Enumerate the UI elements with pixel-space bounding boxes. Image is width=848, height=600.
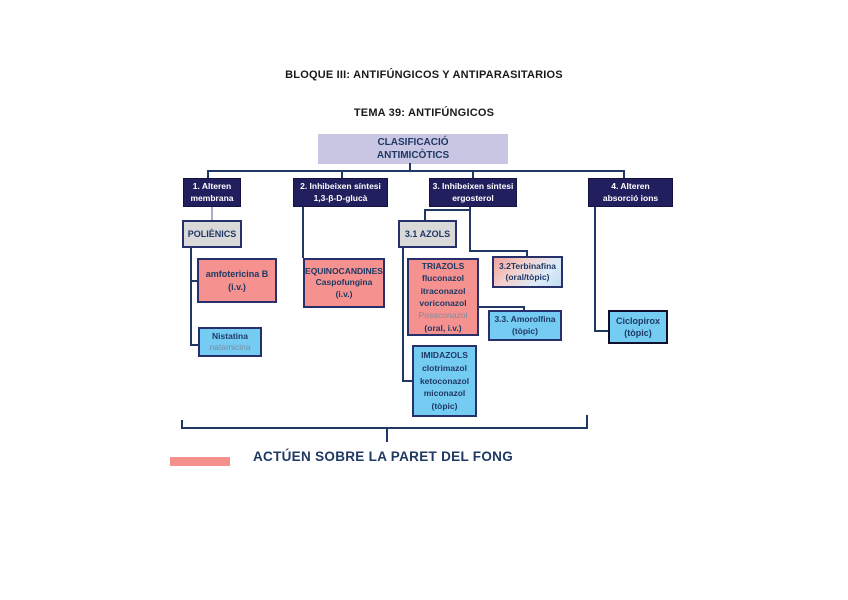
branch2-line1: 2. Inhibeixen síntesi <box>300 181 381 192</box>
triazols-line5: Posaconazol <box>418 310 468 321</box>
branch2-line2: 1,3-β-D-glucà <box>313 192 368 203</box>
amorolfina-line2: (tòpic) <box>512 325 538 336</box>
connector-stub-amfotericina <box>190 280 198 282</box>
polienics-box: POLIÈNICS <box>182 220 242 248</box>
root-box-clasificacio: CLASIFICACIÓ ANTIMICÒTICS <box>318 134 508 164</box>
amfotericina-box: amfotericina B (i.v.) <box>197 258 277 303</box>
tema-title: TEMA 39: ANTIFÚNGICOS <box>353 107 495 119</box>
connector-stub-ciclopirox <box>594 330 608 332</box>
root-line-2: ANTIMICÒTICS <box>376 150 450 161</box>
imidazols-line2: clotrimazol <box>422 362 467 373</box>
nistatina-box: Nistatina natamicina <box>198 327 262 357</box>
equinocandines-line2: Caspofungina <box>315 277 373 288</box>
triazols-line2: fluconazol <box>421 273 465 284</box>
connector-drop-branch4 <box>623 170 625 179</box>
imidazols-box: IMIDAZOLS clotrimazol ketoconazol micona… <box>412 345 477 417</box>
branch3-header: 3. Inhibeixen síntesi ergosterol <box>429 178 517 207</box>
footer-caption: ACTÚEN SOBRE LA PARET DEL FONG <box>252 449 513 464</box>
connector-jog-azols <box>424 209 471 211</box>
connector-top-horizontal <box>207 170 625 172</box>
connector-drop-branch3 <box>472 170 474 179</box>
triazols-box: TRIAZOLS fluconazol itraconazol voricona… <box>407 258 479 336</box>
bracket-horizontal <box>181 427 588 429</box>
connector-h-terbinafina <box>469 250 528 252</box>
amorolfina-line1: 3.3. Amorolfina <box>494 314 556 325</box>
azols-label: 3.1 AZOLS <box>404 228 451 239</box>
bracket-center-tick <box>386 428 388 442</box>
connector-b3-down <box>469 207 471 252</box>
root-line-1: CLASIFICACIÓ <box>377 136 449 148</box>
connector-drop-azols <box>424 209 426 220</box>
terbinafina-line1: 3.2Terbinafina <box>499 260 556 271</box>
nistatina-line1: Nistatina <box>212 330 248 341</box>
branch4-line1: 4. Alteren <box>611 181 650 192</box>
bracket-right-tick <box>586 415 588 428</box>
branch3-line2: ergosterol <box>452 192 494 203</box>
branch4-header: 4. Alteren absorció ions <box>588 178 673 207</box>
triazols-line1: TRIAZOLS <box>421 261 465 272</box>
connector-b4-down <box>594 207 596 332</box>
branch2-header: 2. Inhibeixen síntesi 1,3-β-D-glucà <box>293 178 388 207</box>
ciclopirox-line1: Ciclopirox <box>615 315 660 326</box>
connector-polienics-down <box>190 248 192 346</box>
terbinafina-line2: (oral/tòpic) <box>505 272 550 282</box>
equinocandines-box: EQUINOCANDINES Caspofungina (i.v.) <box>303 258 385 308</box>
branch4-line2: absorció ions <box>602 192 659 203</box>
bracket-left-tick <box>181 420 183 428</box>
nistatina-line2: natamicina <box>209 342 251 352</box>
branch3-line1: 3. Inhibeixen síntesi <box>432 181 514 192</box>
triazols-line4: voriconazol <box>419 298 467 308</box>
connector-drop-branch2 <box>341 170 343 179</box>
connector-b2-equinocandines <box>302 207 304 258</box>
imidazols-line1: IMIDAZOLS <box>421 350 468 361</box>
terbinafina-box: 3.2Terbinafina (oral/tòpic) <box>492 256 563 288</box>
connector-azols-down <box>402 248 404 382</box>
connector-drop-branch1 <box>207 170 209 179</box>
triazols-line3: itraconazol <box>420 285 466 296</box>
branch1-header: 1. Alteren membrana <box>183 178 241 207</box>
amfotericina-line2: (i.v.) <box>228 281 246 292</box>
branch1-line2: membrana <box>190 192 234 203</box>
amorolfina-box: 3.3. Amorolfina (tòpic) <box>488 310 562 341</box>
connector-b1-polienics <box>211 207 213 220</box>
connector-root-riser <box>409 163 411 172</box>
legend-swatch-salmon <box>170 457 230 466</box>
block-title: BLOQUE III: ANTIFÚNGICOS Y ANTIPARASITAR… <box>285 69 563 81</box>
triazols-line6: (oral, i.v.) <box>424 322 462 333</box>
connector-drop-amorolfina <box>523 306 525 311</box>
equinocandines-line1: EQUINOCANDINES <box>305 265 383 276</box>
imidazols-line4: miconazol <box>423 388 466 399</box>
polienics-label: POLIÈNICS <box>187 228 237 239</box>
imidazols-line3: ketoconazol <box>419 375 470 386</box>
azols-box: 3.1 AZOLS <box>398 220 457 248</box>
ciclopirox-line2: (tòpic) <box>624 328 652 338</box>
connector-h-amorolfina <box>479 306 525 308</box>
equinocandines-line3: (i.v.) <box>335 288 353 299</box>
amfotericina-line1: amfotericina B <box>205 269 269 280</box>
connector-stub-imidazols <box>402 380 412 382</box>
connector-drop-terbinafina <box>526 250 528 257</box>
branch1-line1: 1. Alteren <box>192 181 232 192</box>
imidazols-line5: (tòpic) <box>431 401 458 412</box>
connector-stub-nistatina <box>190 344 199 346</box>
ciclopirox-box: Ciclopirox (tòpic) <box>608 310 668 344</box>
